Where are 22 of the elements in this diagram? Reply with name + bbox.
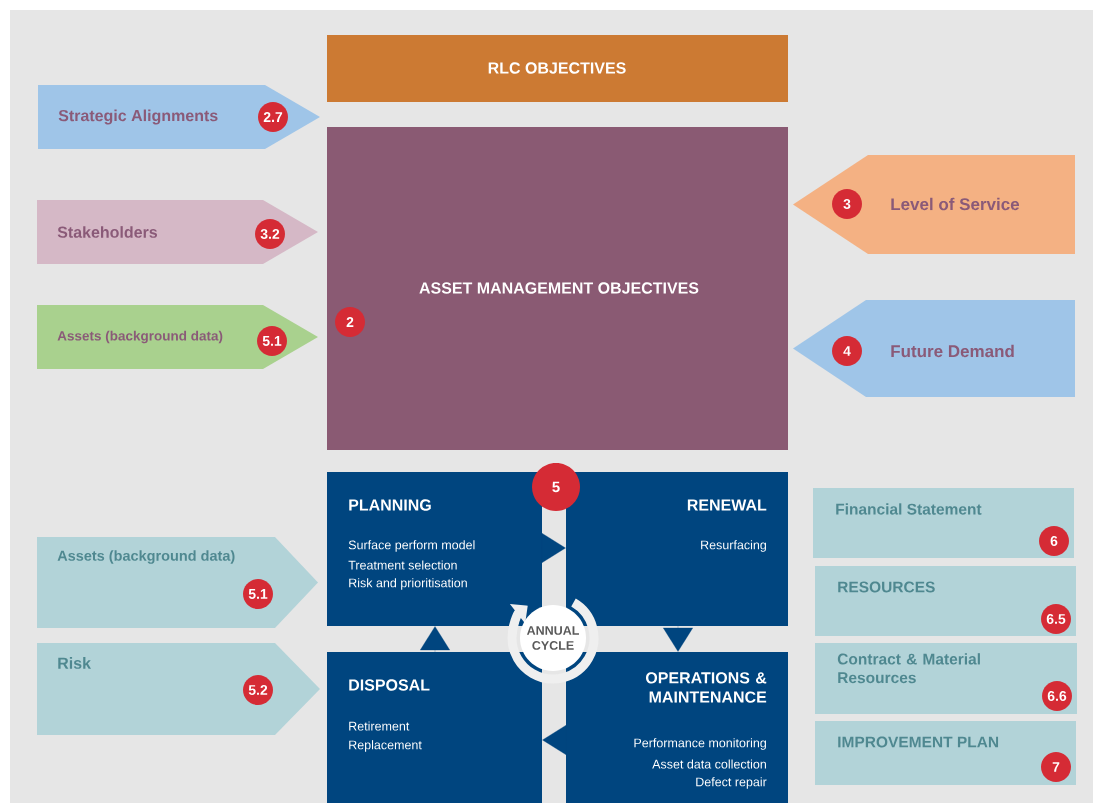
number-badge: 2 — [335, 307, 365, 337]
number-badge: 3.2 — [255, 219, 285, 249]
chevron-arrow — [541, 533, 566, 563]
number-badge: 5.1 — [243, 579, 273, 609]
number-badge: 3 — [832, 189, 862, 219]
number-badge: 5 — [532, 463, 580, 511]
process-box: RENEWAL Resurfacing — [566, 472, 788, 626]
number-badge: 5.2 — [243, 675, 273, 705]
number-badge: 6.5 — [1041, 604, 1071, 634]
number-badge: 2.7 — [258, 102, 288, 132]
number-badge: 7 — [1041, 752, 1071, 782]
process-box: OPERATIONS & MAINTENANCE Performance monitoring Asset data collection Defect repair — [566, 652, 788, 803]
process-box: RLC OBJECTIVES — [327, 35, 788, 102]
number-badge: 6 — [1039, 526, 1069, 556]
number-badge: 4 — [832, 336, 862, 366]
number-badge: 5.1 — [257, 326, 287, 356]
chevron-arrow — [420, 626, 450, 652]
chevron-arrow — [663, 626, 693, 652]
process-box: PLANNING Surface perform model Treatment selection Risk and prioritisation — [327, 472, 542, 626]
process-box: DISPOSAL Retirement Replacement — [327, 652, 542, 803]
chevron-arrow — [542, 725, 567, 755]
number-badge: 6.6 — [1042, 681, 1072, 711]
